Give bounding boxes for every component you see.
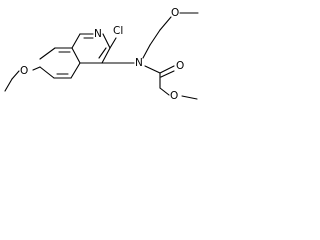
bond	[159, 16, 172, 31]
bond	[70, 62, 81, 79]
atom-labels: N Cl N O O O O	[20, 7, 184, 102]
amide-nitrogen-label: N	[135, 57, 143, 69]
bond	[149, 29, 161, 46]
carbonyl-oxygen-label: O	[176, 60, 184, 72]
ethoxy-oxygen-label: O	[20, 65, 28, 77]
bond	[71, 47, 81, 64]
ring-nitrogen-label: N	[94, 28, 102, 40]
bond	[71, 33, 81, 49]
methoxyethyl-oxygen-label: O	[171, 7, 179, 19]
molecule-structure: N Cl N O O O O	[4, 7, 199, 102]
bond	[4, 78, 13, 92]
bond	[101, 47, 111, 64]
bond	[98, 47, 107, 59]
bond	[159, 87, 170, 96]
bond	[32, 66, 41, 71]
chlorine-label: Cl	[113, 25, 123, 37]
bond	[11, 70, 20, 80]
bond	[159, 65, 175, 74]
bond	[39, 47, 56, 60]
bond	[181, 95, 198, 100]
bond	[102, 33, 111, 49]
bond-lines	[4, 12, 199, 100]
bond	[109, 37, 117, 49]
bond	[39, 66, 55, 79]
structure-canvas: N Cl N O O O O	[0, 0, 205, 108]
bond	[142, 44, 151, 59]
bond	[144, 65, 161, 74]
methoxy-oxygen-label: O	[170, 90, 178, 102]
bond	[160, 70, 175, 78]
